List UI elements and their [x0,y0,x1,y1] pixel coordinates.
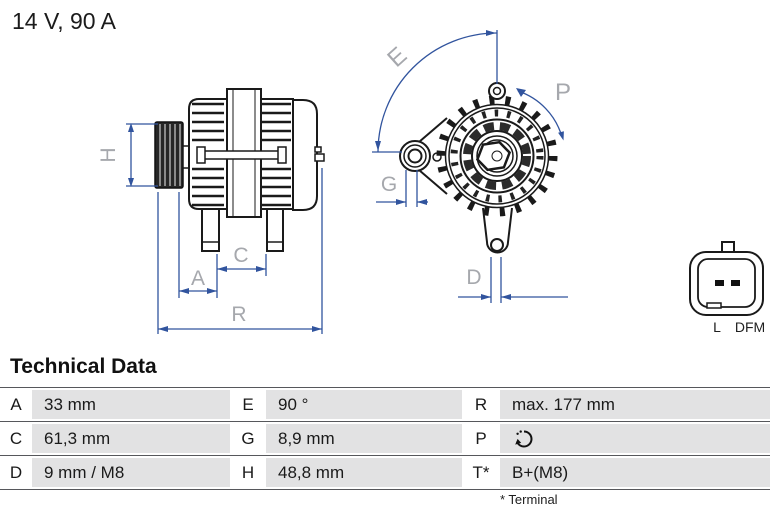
alternator-body [188,88,325,252]
shaft-hex-nut [475,140,512,172]
dim-label-d: D [466,266,481,289]
terminal-footnote: * Terminal [500,492,558,507]
top-lug [488,82,506,100]
through-bolt [196,146,287,164]
table-key-cell: A [10,394,22,414]
rear-cover [292,99,318,211]
vent-slots [450,109,544,203]
dim-label-r: R [231,303,246,326]
dimension-G: G [376,170,428,207]
dimension-A: A [178,192,218,298]
table-key-cell: C [9,428,23,448]
table-value-cell: 33 mm [32,388,230,421]
dimension-R: R [157,168,323,334]
connector-pin-right [731,280,740,286]
table-value-cell: 61,3 mm [32,422,230,455]
mounting-feet [201,208,284,252]
table-value-cell: 8,9 mm [266,422,462,455]
pulley [154,121,184,189]
fan-ring [463,122,531,190]
left-mounting-lug [399,117,448,195]
technical-data-table: A 33 mm E 90 ° R max. 177 mm C 61,3 mm G… [0,387,770,490]
table-value-cell: 90 ° [266,388,462,421]
connector-pin-left [715,280,724,286]
pin-right-label: DFM [735,319,765,335]
dimension-D: D [458,257,568,303]
cooling-fins [192,102,291,207]
dimension-H: H [97,123,158,187]
table-value-cell: max. 177 mm [500,388,770,421]
dim-label-a: A [191,267,205,290]
dim-label-h: H [97,147,120,162]
pin-left-label: L [713,319,721,335]
table-row: C 61,3 mm G 8,9 mm P [0,421,770,455]
table-key-cell: H [241,462,255,482]
table-value-cell [500,422,770,455]
alternator-front-view: E P G [372,30,571,303]
dim-label-p: P [555,79,571,106]
table-key-cell: R [474,394,488,414]
dim-label-c: C [233,244,248,267]
bottom-mounting-lug [482,207,513,254]
voltage-amperage-label: 14 V, 90 A [12,8,117,34]
table-key-cell: P [475,428,487,448]
teeth-ring [436,95,558,217]
technical-data-heading: Technical Data [10,355,157,378]
dimension-C: C [217,244,267,276]
table-value-cell: 9 mm / M8 [32,456,230,489]
alternator-side-view: H A C [97,88,325,334]
connector-drawing: L DFM [689,241,765,335]
table-row: A 33 mm E 90 ° R max. 177 mm [0,387,770,421]
table-key-cell: T* [472,462,490,482]
table-key-cell: E [242,394,254,414]
table-value-cell: B+(M8) [500,456,770,489]
table-value-cell: 48,8 mm [266,456,462,489]
table-key-cell: G [241,428,255,448]
connector-notch [706,302,722,309]
table-row: D 9 mm / M8 H 48,8 mm T* B+(M8) [0,455,770,490]
dim-label-g: G [381,173,397,196]
table-key-cell: D [9,462,23,482]
dim-label-e: E [382,42,412,73]
rotation-direction-icon [515,430,533,448]
terminal-stud [314,146,325,162]
alternator-diagram: H A C [97,30,765,335]
dimension-P-rotation: P [516,79,571,141]
